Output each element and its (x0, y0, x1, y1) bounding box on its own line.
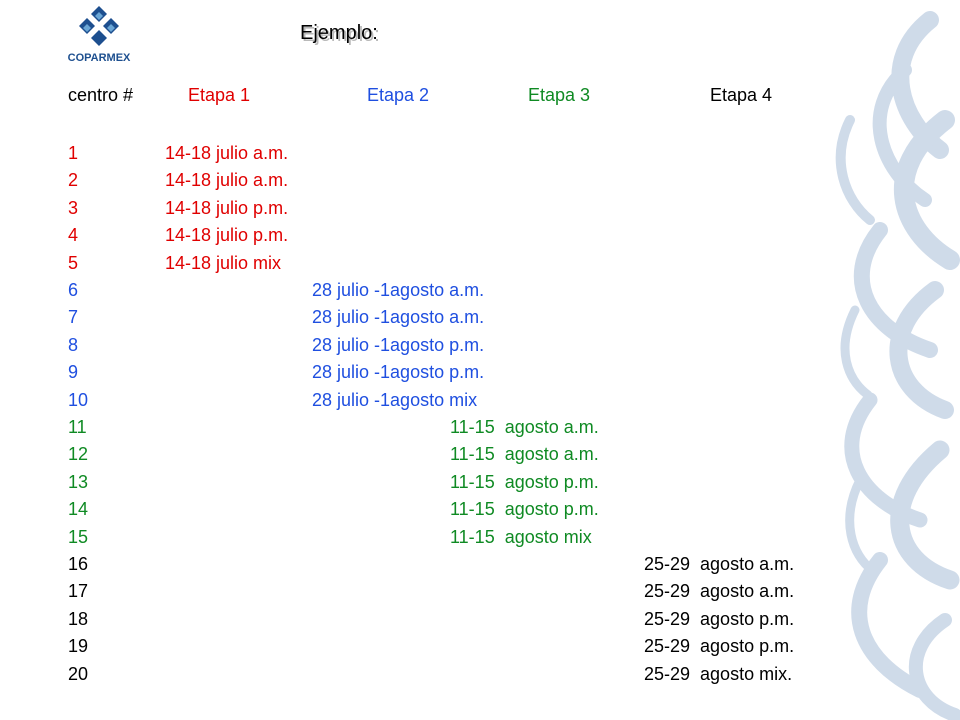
row-number: 16 (68, 554, 89, 574)
row-number: 8 (68, 335, 79, 355)
row-date: 28 julio -1agosto a.m. (312, 280, 485, 300)
header-etapa-2: Etapa 2 (367, 85, 430, 105)
row-date: 28 julio -1agosto mix (312, 390, 478, 410)
row-date: 25-29 agosto mix. (644, 664, 793, 684)
row-date: 28 julio -1agosto p.m. (312, 335, 485, 355)
row-number: 4 (68, 225, 79, 245)
row-number: 17 (68, 581, 89, 601)
coparmex-logo-icon (79, 6, 119, 46)
row-date: 25-29 agosto a.m. (644, 581, 795, 601)
row-number: 1 (68, 143, 79, 163)
row-number: 15 (68, 527, 89, 547)
row-number: 6 (68, 280, 79, 300)
header-etapa-3: Etapa 3 (528, 85, 591, 105)
row-date: 14-18 julio a.m. (165, 143, 289, 163)
row-date: 11-15 agosto p.m. (450, 472, 599, 492)
row-number: 13 (68, 472, 89, 492)
row-number: 9 (68, 362, 79, 382)
header-etapa-4: Etapa 4 (710, 85, 773, 105)
coparmex-logo: COPARMEX (58, 4, 140, 68)
row-date: 28 julio -1agosto p.m. (312, 362, 485, 382)
row-number: 10 (68, 390, 89, 410)
row-number: 19 (68, 636, 89, 656)
row-number: 14 (68, 499, 89, 519)
row-date: 11-15 agosto a.m. (450, 417, 599, 437)
row-date: 14-18 julio a.m. (165, 170, 289, 190)
row-date: 28 julio -1agosto a.m. (312, 307, 485, 327)
row-date: 14-18 julio p.m. (165, 198, 289, 218)
row-number: 20 (68, 664, 89, 684)
row-number: 18 (68, 609, 89, 629)
row-number: 12 (68, 444, 89, 464)
row-number: 3 (68, 198, 79, 218)
header-etapa-1: Etapa 1 (188, 85, 251, 105)
row-date: 11-15 agosto mix (450, 527, 592, 547)
row-date: 11-15 agosto a.m. (450, 444, 599, 464)
row-date: 11-15 agosto p.m. (450, 499, 599, 519)
header-centro: centro # (68, 85, 134, 105)
row-number: 11 (68, 417, 87, 437)
row-date: 14-18 julio p.m. (165, 225, 289, 245)
row-number: 7 (68, 307, 79, 327)
row-number: 2 (68, 170, 79, 190)
row-date: 14-18 julio mix (165, 253, 282, 273)
row-date: 25-29 agosto p.m. (644, 636, 795, 656)
row-date: 25-29 agosto p.m. (644, 609, 795, 629)
page-title: Ejemplo: (300, 22, 378, 44)
logo-text: COPARMEX (67, 52, 131, 64)
row-number: 5 (68, 253, 79, 273)
row-date: 25-29 agosto a.m. (644, 554, 795, 574)
